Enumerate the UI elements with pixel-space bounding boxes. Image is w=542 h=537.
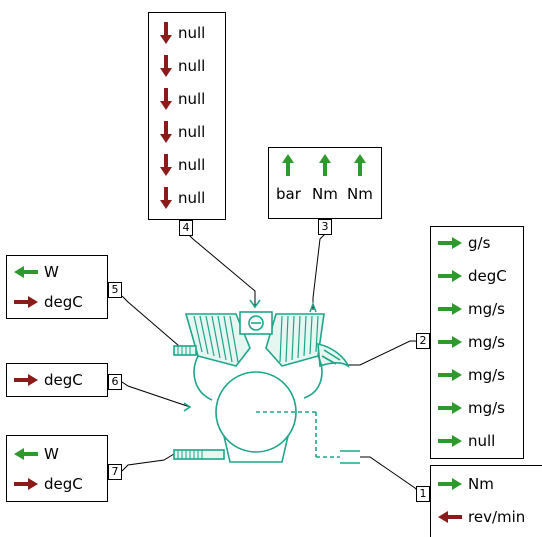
port1-box[interactable]: Nm rev/min [430, 465, 542, 537]
arrow-right-icon [437, 302, 463, 316]
arrow-up-icon [318, 153, 332, 181]
wire-port6 [121, 381, 191, 408]
port2-signal-row: mg/s [437, 330, 505, 354]
arrow-down-icon [159, 120, 173, 144]
arrow-right-icon [437, 335, 463, 349]
port7-signal-row: degC [13, 472, 83, 496]
port7-signal-label: W [44, 445, 59, 463]
port3-number: 3 [318, 219, 332, 235]
wire-port7 [121, 453, 175, 472]
arrow-down-icon [159, 186, 173, 210]
port2-box[interactable]: g/s degC mg/s mg/s mg/s mg/s null [430, 226, 524, 459]
arrow-down-icon [159, 54, 173, 78]
port4-signal-label: null [178, 123, 206, 141]
arrow-right-icon [437, 401, 463, 415]
arrow-up-icon [353, 153, 367, 181]
port3-box[interactable]: bar Nm Nm [268, 147, 382, 219]
port6-signal-row: degC [13, 368, 83, 392]
port4-signal-row: null [159, 21, 205, 45]
port5-signal-row: W [13, 260, 59, 284]
port4-signal-label: null [178, 189, 206, 207]
port5-number: 5 [108, 282, 122, 298]
port1-signal-label: rev/min [468, 508, 526, 526]
port1-signal-row: Nm [437, 472, 494, 496]
port2-signal-label: null [468, 432, 496, 450]
port6-signal-label: degC [44, 371, 83, 389]
arrow-down-icon [159, 87, 173, 111]
port3-signal-label: bar [276, 185, 301, 203]
arrow-up-icon [281, 153, 295, 181]
port2-number: 2 [416, 333, 430, 349]
port4-signal-label: null [178, 24, 206, 42]
port2-signal-label: mg/s [468, 366, 506, 384]
port3-signal: Nm [347, 153, 373, 203]
port3-signal-label: Nm [312, 185, 338, 203]
wire-port1 [360, 456, 422, 495]
port2-signal-label: mg/s [468, 300, 506, 318]
port3-signal: Nm [312, 153, 338, 203]
port4-signal-row: null [159, 54, 205, 78]
wire-port5 [121, 295, 187, 353]
port4-signal-label: null [178, 156, 206, 174]
port7-signal-label: degC [44, 475, 83, 493]
port4-box[interactable]: null null null null null null [148, 12, 226, 220]
arrow-right-icon [437, 434, 463, 448]
arrow-right-icon [437, 477, 463, 491]
port4-signal-row: null [159, 120, 205, 144]
arrow-right-icon [13, 373, 39, 387]
arrow-right-icon [13, 295, 39, 309]
port6-number: 6 [108, 374, 122, 390]
port7-signal-row: W [13, 442, 59, 466]
port4-signal-row: null [159, 153, 205, 177]
arrow-down-icon [159, 153, 173, 177]
arrow-right-icon [437, 236, 463, 250]
port4-signal-label: null [178, 57, 206, 75]
port4-number: 4 [179, 220, 193, 236]
port2-signal-row: mg/s [437, 297, 505, 321]
wire-port2 [348, 340, 416, 366]
port1-signal-row: rev/min [437, 505, 525, 529]
arrow-right-icon [437, 269, 463, 283]
port2-signal-label: mg/s [468, 399, 506, 417]
engine-block-icon[interactable] [173, 299, 360, 464]
port4-signal-row: null [159, 87, 205, 111]
arrow-down-icon [159, 21, 173, 45]
port7-box[interactable]: W degC [6, 435, 108, 502]
wire-port4 [186, 232, 256, 307]
arrow-right-icon [437, 368, 463, 382]
port2-signal-label: degC [468, 267, 507, 285]
port3-signal-label: Nm [347, 185, 373, 203]
port1-number: 1 [416, 486, 430, 502]
port5-signal-row: degC [13, 290, 83, 314]
port2-signal-row: null [437, 429, 495, 453]
port2-signal-label: g/s [468, 234, 491, 252]
port4-signal-row: null [159, 186, 205, 210]
port2-signal-row: g/s [437, 231, 490, 255]
port3-signal: bar [276, 153, 301, 203]
port4-signal-label: null [178, 90, 206, 108]
port6-box[interactable]: degC [6, 363, 108, 397]
port5-signal-label: W [44, 263, 59, 281]
port5-signal-label: degC [44, 293, 83, 311]
port2-signal-row: mg/s [437, 396, 505, 420]
port2-signal-row: degC [437, 264, 507, 288]
wire-port3 [312, 232, 327, 310]
port1-signal-label: Nm [468, 475, 494, 493]
arrow-right-icon [13, 477, 39, 491]
port2-signal-row: mg/s [437, 363, 505, 387]
arrow-left-icon [437, 510, 463, 524]
port7-number: 7 [108, 464, 122, 480]
arrow-left-icon [13, 265, 39, 279]
port5-box[interactable]: W degC [6, 255, 108, 319]
arrow-left-icon [13, 447, 39, 461]
port2-signal-label: mg/s [468, 333, 506, 351]
